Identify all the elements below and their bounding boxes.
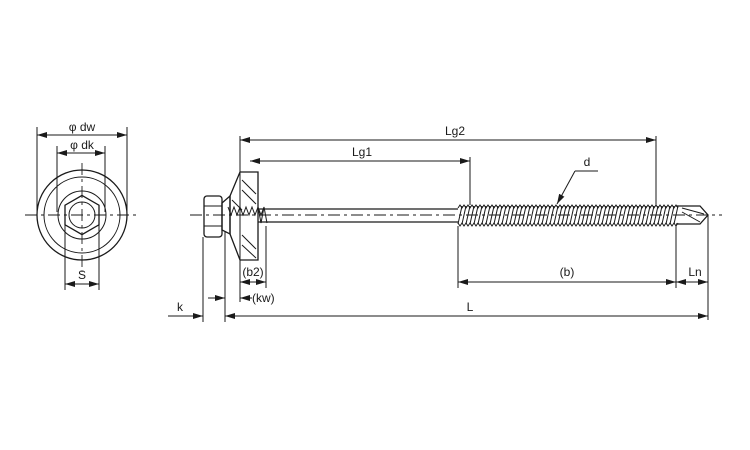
b2-label: (b2): [242, 265, 263, 279]
under-head-thread: [227, 205, 268, 224]
washer-outer-circle: [36, 169, 128, 261]
ln-label: Ln: [688, 265, 701, 279]
k-label: k: [177, 300, 184, 314]
thread-crest-bottom: [457, 222, 679, 227]
b-label: (b): [560, 265, 575, 279]
lg2-label: Lg2: [445, 124, 465, 138]
l-label: L: [467, 300, 474, 314]
drill-flute: [681, 207, 705, 223]
end-view: φ dw φ dk S: [25, 120, 138, 290]
d-label: d: [584, 155, 591, 169]
hex-head-side: [203, 195, 223, 238]
thread-helix: [457, 205, 679, 225]
side-view: Lg2 Lg1 d (b) Ln L k (kw) (b2): [168, 124, 722, 322]
thread-crest-top: [457, 204, 679, 209]
dk-label: φ dk: [70, 138, 95, 152]
dw-label: φ dw: [69, 120, 96, 134]
lg1-label: Lg1: [352, 145, 372, 159]
washer-inner-circle: [43, 176, 121, 254]
washer-hatch: [231, 179, 257, 259]
hex-inner-circle: [68, 201, 96, 229]
flange-circle: [57, 190, 107, 240]
s-label: S: [78, 268, 86, 282]
d-leader: [556, 170, 576, 205]
kw-label: (kw): [252, 291, 275, 305]
hex-head: [64, 194, 100, 236]
thread-section: [457, 204, 679, 227]
